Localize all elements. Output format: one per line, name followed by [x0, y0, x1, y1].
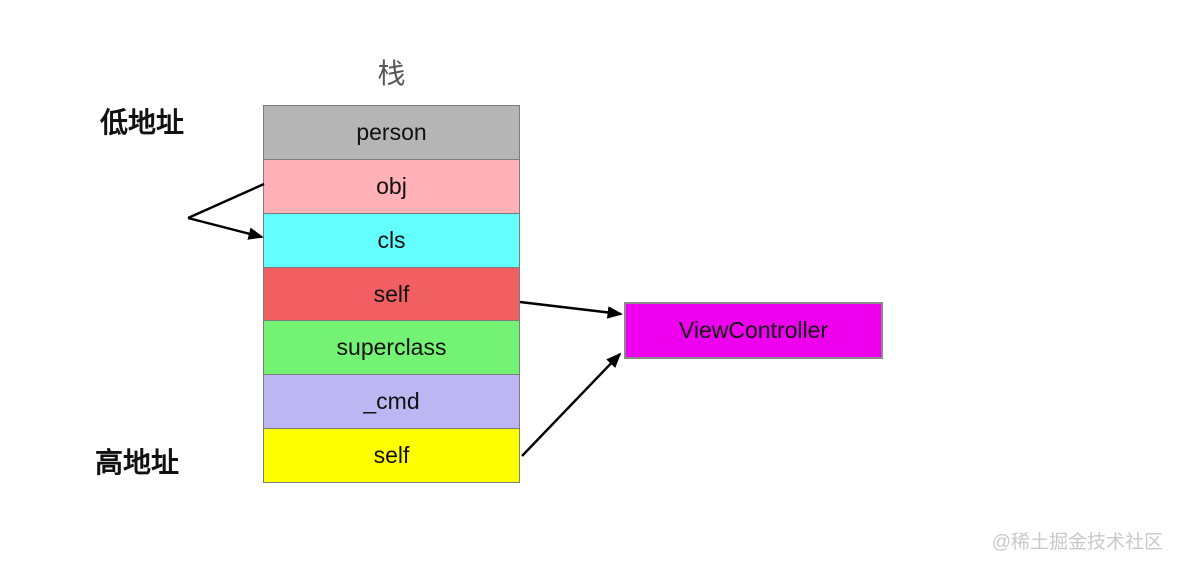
stack-frame-obj: obj: [264, 158, 519, 213]
stack-frame-superclass: superclass: [264, 320, 519, 375]
viewcontroller-box: ViewController: [624, 302, 883, 359]
stack-frame-self: self: [264, 266, 519, 321]
stack-frame-_cmd: _cmd: [264, 374, 519, 429]
low-address-label: 低地址: [100, 107, 185, 138]
watermark: @稀土掘金技术社区: [991, 532, 1163, 553]
stack-frame-person: person: [264, 106, 519, 159]
fork-arrow-to-cls: [187, 216, 264, 240]
yellow-self-to-viewcontroller: [521, 352, 622, 457]
stack-frame-self: self: [264, 428, 519, 483]
stack-frame-cls: cls: [264, 212, 519, 267]
stack-title: 栈: [377, 58, 406, 89]
high-address-label: 高地址: [95, 447, 180, 478]
fork-line-to-obj: [187, 182, 265, 220]
viewcontroller-label: ViewController: [678, 317, 829, 343]
self-to-viewcontroller: [519, 300, 623, 319]
